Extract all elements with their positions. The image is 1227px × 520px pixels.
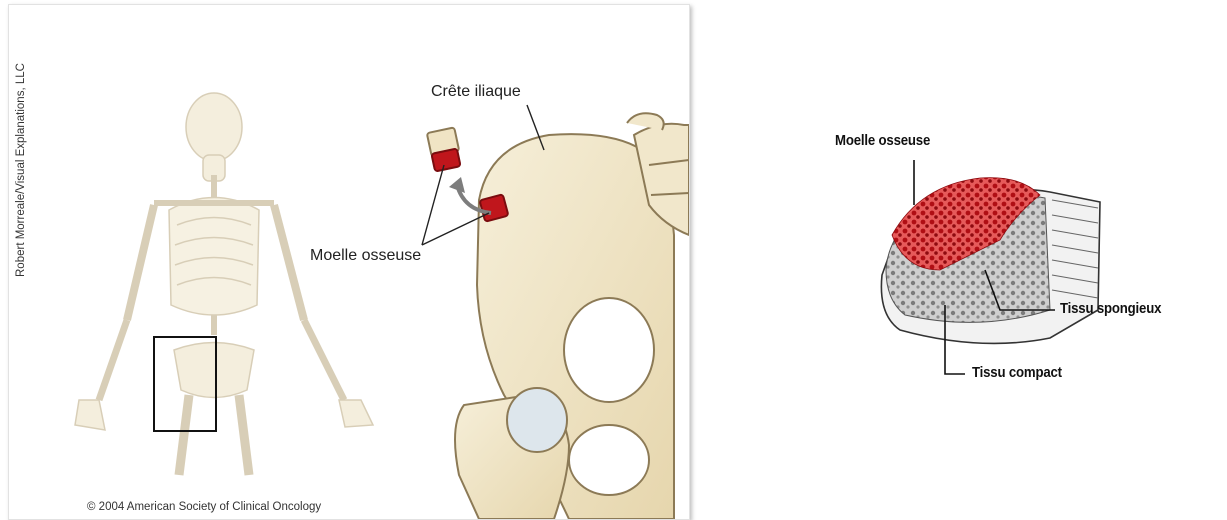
label-compact-tissue: Tissu compact xyxy=(972,364,1062,381)
label-iliac-crest: Crête iliaque xyxy=(431,83,521,101)
pelvis-detail xyxy=(427,113,689,519)
label-spongy-tissue: Tissu spongieux xyxy=(1060,300,1161,317)
illustration-credit: Robert Morreale/Visual Explanations, LLC xyxy=(15,63,27,277)
bone-cross-section-panel: Moelle osseuse Tissu spongieux Tissu com… xyxy=(830,120,1220,400)
copyright-notice: © 2004 American Society of Clinical Onco… xyxy=(87,501,321,513)
label-bone-marrow-right: Moelle osseuse xyxy=(835,132,930,149)
skeleton-illustration-panel: Robert Morreale/Visual Explanations, LLC… xyxy=(8,4,690,520)
label-bone-marrow-left: Moelle osseuse xyxy=(310,247,421,265)
bone-cross-section-drawing xyxy=(830,120,1220,400)
full-skeleton xyxy=(75,93,373,475)
